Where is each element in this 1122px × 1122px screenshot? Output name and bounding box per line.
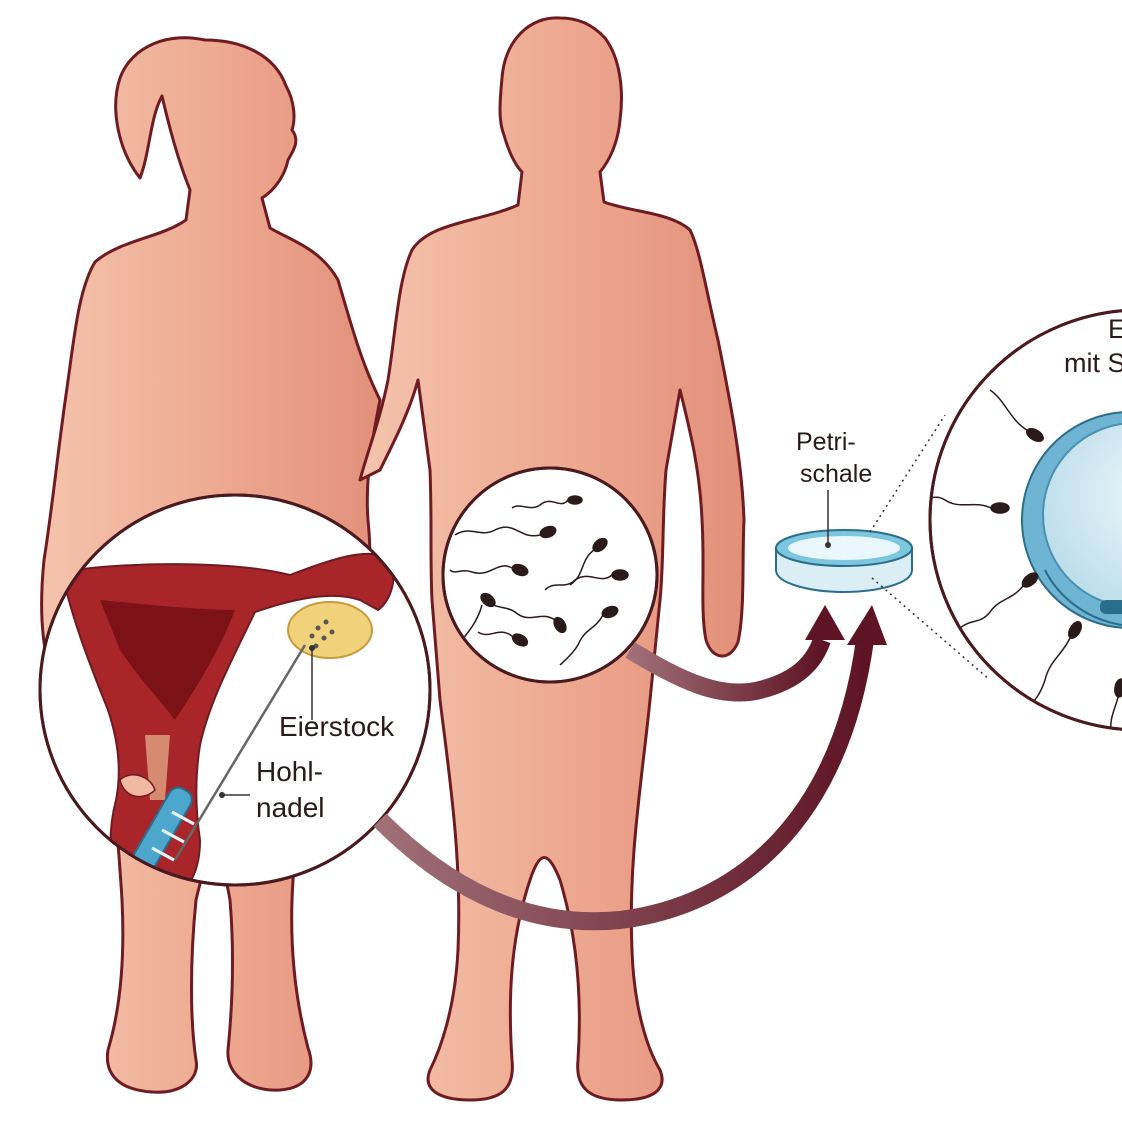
arrow-sperm-to-dish (625, 605, 845, 702)
petri-label-line1: Petri- (796, 428, 856, 456)
sperm-cell (454, 525, 557, 539)
sperm-cell (477, 631, 529, 647)
uterus-zoom-circle (38, 493, 432, 887)
sperm-cell (511, 495, 583, 509)
needle-label-line1: Hohl- (256, 756, 323, 787)
sperm-cell (487, 599, 567, 634)
egg-zoom-circle (928, 309, 1122, 731)
ovary-icon (287, 601, 373, 659)
needle-label-line2: nadel (256, 792, 325, 823)
egg-label-line2: mit S (1064, 348, 1122, 378)
sperm-cell (544, 569, 629, 591)
sperm-cell (559, 605, 619, 666)
sperm-cell (957, 572, 1039, 631)
sperm-zoom-circle (441, 466, 659, 684)
petri-dish-icon (775, 490, 913, 594)
arrow-egg-to-dish (373, 605, 887, 931)
egg-label-line1: E (1108, 314, 1122, 344)
sperm-cell (930, 496, 1010, 514)
uterus-illustration (60, 552, 395, 885)
sperm-cell (989, 389, 1044, 442)
ovary-label: Eierstock (279, 711, 395, 742)
zoom-lines (869, 414, 991, 681)
sperm-cell (449, 563, 529, 577)
needle-icon (132, 644, 307, 872)
petri-label-line2: schale (800, 460, 872, 488)
